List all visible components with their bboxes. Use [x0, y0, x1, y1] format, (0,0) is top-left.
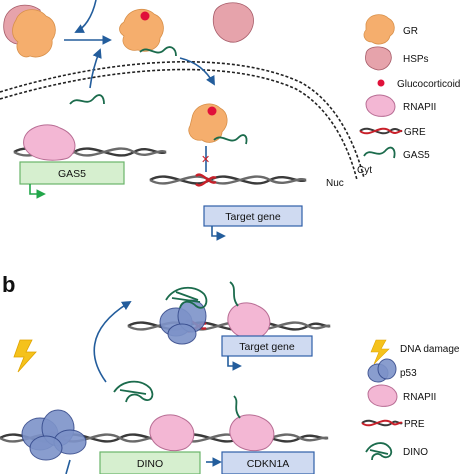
svg-text:GAS5: GAS5	[403, 150, 430, 161]
arrow-lower-left	[65, 459, 71, 474]
legend-b-p53: p53	[367, 358, 417, 383]
legend-a-gr: GR	[363, 14, 418, 45]
target-gene-label-a: Target gene	[225, 211, 281, 223]
cdkn1a-gene-label: CDKN1A	[247, 458, 290, 470]
legend-b-pre: PRE	[361, 419, 425, 430]
legend-b-dino: DINO	[365, 442, 428, 461]
cytoplasm-label: Cyt	[357, 165, 372, 176]
panel-b: b Target gene	[0, 272, 460, 474]
panel-b-letter: b	[2, 272, 15, 297]
arrow-to-target-b	[93, 301, 132, 383]
dna-damage-bolt	[13, 339, 37, 373]
dna-gas5-locus	[13, 124, 167, 161]
gas5-gene-box	[19, 161, 125, 185]
gas5-gene-label: GAS5	[58, 168, 86, 180]
legend-b-dna-damage: DNA damage	[370, 339, 460, 365]
gas5-promoter-arrow	[29, 184, 46, 199]
nuclear-membrane	[0, 61, 365, 181]
svg-text:GRE: GRE	[404, 127, 426, 138]
svg-text:DINO: DINO	[403, 447, 428, 458]
rnapii-cdkn1a	[229, 414, 275, 452]
target-promoter-arrow-b	[227, 356, 242, 371]
dino-gene-label: DINO	[137, 458, 163, 470]
dino-rna-free	[113, 380, 154, 403]
rnapii-gas5	[23, 124, 76, 161]
panel-a: Cyt Nuc ✕	[0, 0, 460, 241]
svg-text:HSPs: HSPs	[403, 54, 429, 65]
svg-text:RNAPII: RNAPII	[403, 102, 436, 113]
svg-text:DNA damage: DNA damage	[400, 344, 460, 355]
legend-b: DNA damage p53 RNAPII PRE DINO	[361, 339, 460, 461]
legend-a-gre: GRE	[359, 127, 426, 138]
svg-text:GR: GR	[403, 26, 418, 37]
svg-text:✕: ✕	[201, 154, 210, 166]
arrow-gr-nuclear	[179, 57, 215, 86]
p53-complex-lower	[21, 409, 87, 461]
legend-a-rnapii: RNAPII	[365, 94, 436, 117]
legend-a: GR HSPs Glucocorticoid RNAPII GRE GA	[359, 14, 460, 161]
target-gene-box-b	[221, 335, 313, 357]
dna-target-locus	[149, 173, 307, 187]
dino-gene-box	[99, 451, 201, 474]
hsp-released	[212, 2, 254, 43]
legend-a-hsps: HSPs	[365, 46, 429, 71]
legend-b-rnapii: RNAPII	[367, 384, 436, 407]
rnapii-target-b	[227, 302, 271, 340]
gr-at-gre: ✕	[188, 103, 248, 172]
rna-transcript-target-b	[229, 281, 239, 307]
cdkn1a-gene-box	[221, 451, 315, 474]
gr-glucocorticoid-complex	[119, 8, 177, 57]
svg-text:Glucocorticoid: Glucocorticoid	[397, 79, 460, 90]
cdkn1a-rna	[233, 395, 241, 419]
svg-text:PRE: PRE	[404, 419, 425, 430]
target-promoter-arrow-a	[211, 226, 226, 241]
target-gene-box-a	[203, 205, 303, 227]
svg-text:RNAPII: RNAPII	[403, 392, 436, 403]
rnapii-dino	[149, 414, 195, 452]
dino-rna-free-detail	[119, 389, 147, 395]
svg-text:p53: p53	[400, 368, 417, 379]
gr-hsp-complex	[3, 4, 56, 58]
gas5-rna-rising	[69, 94, 105, 105]
p53-dino-complex-b	[159, 286, 208, 345]
arrow-gas5-up	[89, 48, 102, 89]
legend-a-gas5: GAS5	[363, 146, 430, 161]
target-gene-label-b: Target gene	[239, 341, 295, 353]
legend-a-glucocorticoid: Glucocorticoid	[377, 79, 460, 90]
nucleus-label: Nuc	[326, 178, 344, 189]
arrow-from-top	[74, 0, 97, 33]
